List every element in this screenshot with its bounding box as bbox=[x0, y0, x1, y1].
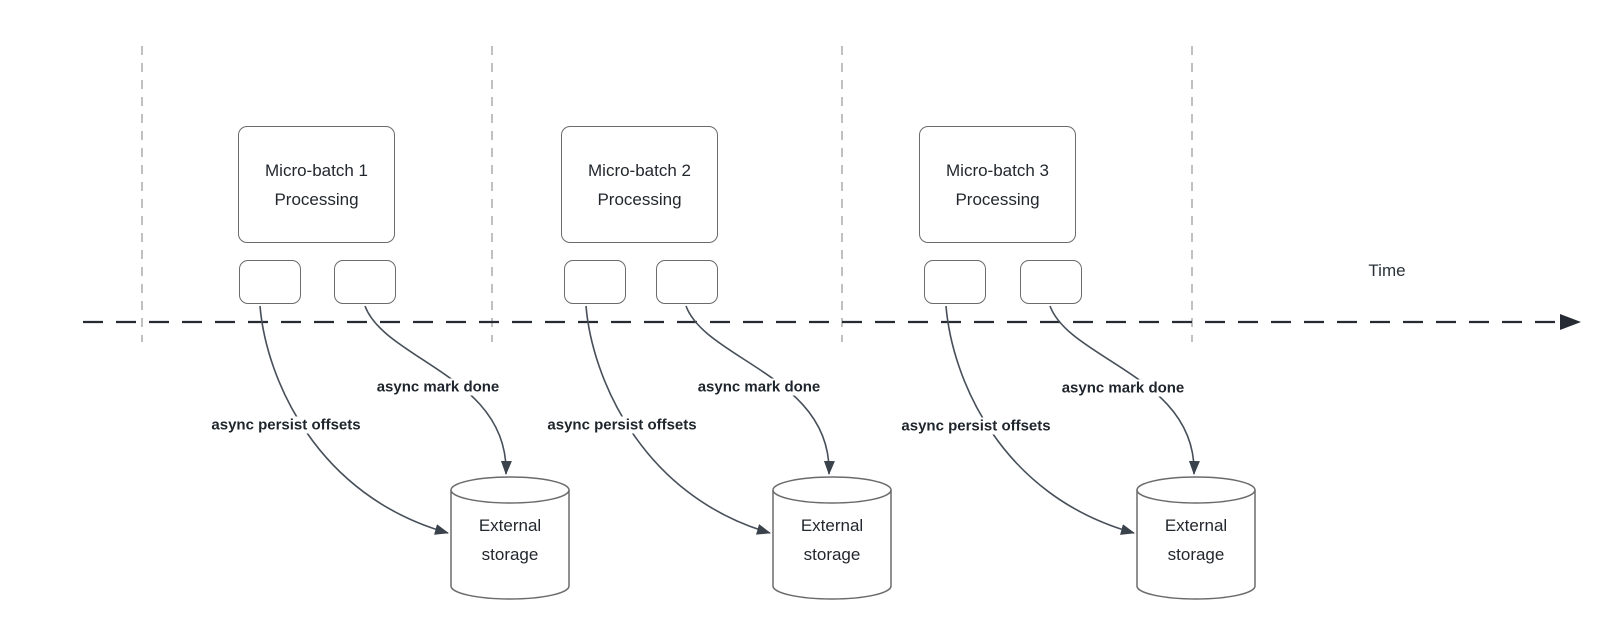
mark-done-label-1: async mark done bbox=[374, 378, 502, 396]
task-box-1-left bbox=[239, 260, 301, 304]
box-label-line1: Micro-batch 1 bbox=[265, 160, 368, 180]
storage-label-line2: storage bbox=[1167, 545, 1225, 564]
external-storage-label-1: External storage bbox=[479, 511, 541, 569]
cylinder-top bbox=[772, 476, 892, 504]
storage-label-line1: External bbox=[1164, 516, 1228, 535]
cylinder-body bbox=[450, 490, 570, 600]
task-box-2-left bbox=[564, 260, 626, 304]
box-label-line2: Processing bbox=[274, 189, 359, 209]
storage-label-line1: External bbox=[800, 516, 864, 535]
micro-batch-1-processing-box: Micro-batch 1 Processing bbox=[238, 126, 395, 243]
external-storage-label-3: External storage bbox=[1165, 511, 1227, 569]
mark-done-arrow-1 bbox=[364, 305, 512, 475]
box-label-line1: Micro-batch 3 bbox=[946, 160, 1049, 180]
cylinder-top bbox=[450, 476, 570, 504]
cylinder-body bbox=[1136, 490, 1256, 600]
cylinder-body bbox=[772, 490, 892, 600]
task-box-1-right bbox=[334, 260, 396, 304]
task-box-2-right bbox=[656, 260, 718, 304]
external-storage-cylinder-2 bbox=[772, 476, 892, 600]
external-storage-cylinder-1 bbox=[450, 476, 570, 600]
mark-done-label-2: async mark done bbox=[695, 378, 823, 396]
task-box-3-left bbox=[924, 260, 986, 304]
box-label-line2: Processing bbox=[955, 189, 1040, 209]
persist-offsets-label-1: async persist offsets bbox=[209, 416, 363, 434]
mark-done-arrow-2 bbox=[685, 305, 835, 475]
micro-batch-3-processing-box: Micro-batch 3 Processing bbox=[919, 126, 1076, 243]
cylinder-top bbox=[1136, 476, 1256, 504]
time-axis-arrowhead-icon bbox=[1560, 314, 1581, 330]
persist-offsets-label-3: async persist offsets bbox=[899, 417, 1053, 435]
box-label-line2: Processing bbox=[597, 189, 682, 209]
storage-label-line2: storage bbox=[803, 545, 861, 564]
external-storage-cylinder-3 bbox=[1136, 476, 1256, 600]
external-storage-label-2: External storage bbox=[801, 511, 863, 569]
mark-done-label-3: async mark done bbox=[1059, 379, 1187, 397]
box-label-line1: Micro-batch 2 bbox=[588, 160, 691, 180]
time-axis-label: Time bbox=[1368, 261, 1406, 280]
micro-batch-2-processing-box: Micro-batch 2 Processing bbox=[561, 126, 718, 243]
storage-label-line1: External bbox=[478, 516, 542, 535]
mark-done-arrow-3 bbox=[1049, 305, 1200, 475]
task-box-3-right bbox=[1020, 260, 1082, 304]
persist-offsets-label-2: async persist offsets bbox=[545, 416, 699, 434]
storage-label-line2: storage bbox=[481, 545, 539, 564]
